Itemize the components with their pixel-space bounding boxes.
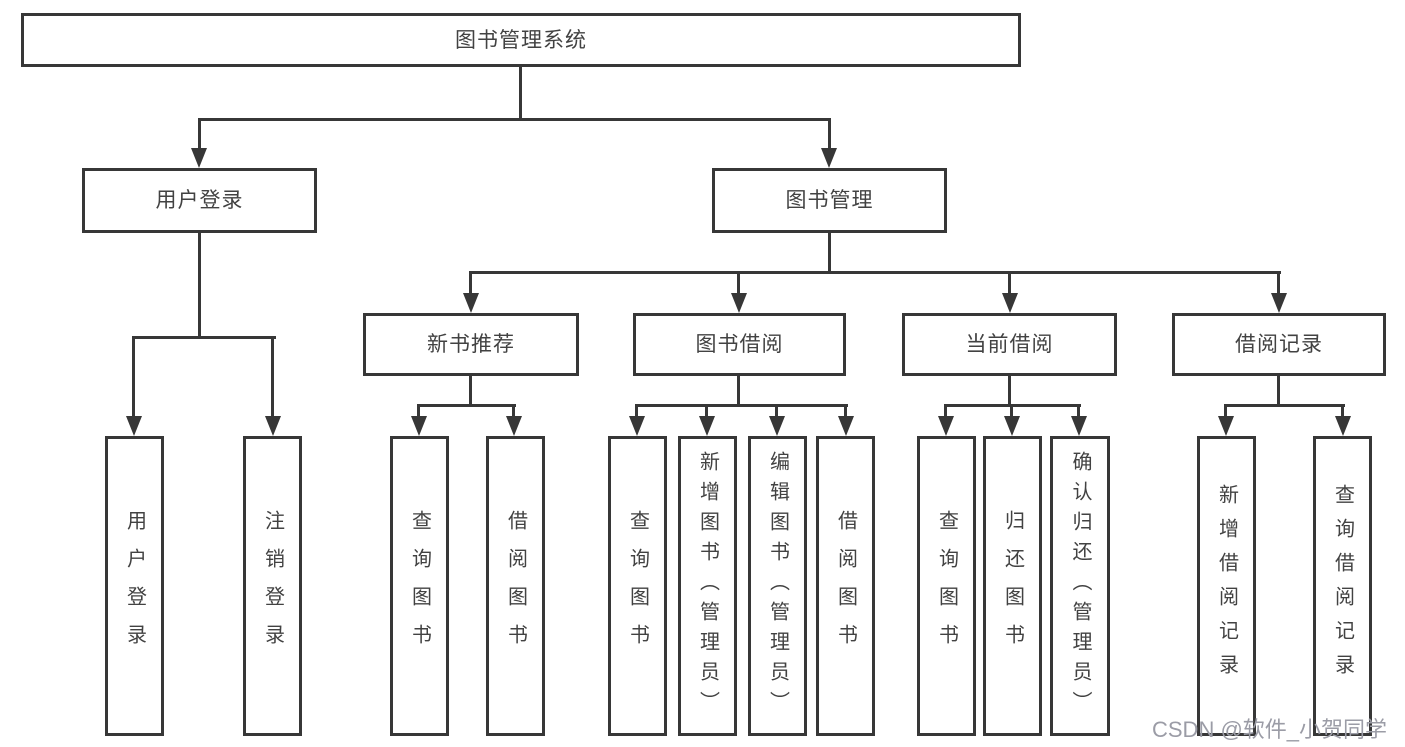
connector-line [1277,271,1280,295]
leaf-query-books-newbooks: 查询图书 [390,436,449,736]
leaf-query-borrow-record: 查询借阅记录 [1313,436,1372,736]
arrowhead-down-icon [699,416,715,436]
arrowhead-down-icon [769,416,785,436]
connector-line [1224,404,1227,419]
leaf-confirm-return-admin: 确认归还（管理员） [1050,436,1110,736]
connector-line [469,376,472,406]
arrowhead-down-icon [938,416,954,436]
connector-line [1008,376,1011,406]
connector-line [944,404,947,419]
leaf-query-books-current: 查询图书 [917,436,976,736]
connector-line [737,271,740,295]
arrowhead-down-icon [411,416,427,436]
connector-line [1224,404,1345,407]
connector-line [469,271,1281,274]
connector-line [132,336,135,419]
arrowhead-down-icon [629,416,645,436]
arrowhead-down-icon [265,416,281,436]
connector-line [519,67,522,120]
connector-line [635,404,638,419]
leaf-borrow-books-borrowing: 借阅图书 [816,436,875,736]
leaf-return-book: 归还图书 [983,436,1042,736]
connector-line [1077,404,1080,419]
leaf-edit-book-admin: 编辑图书（管理员） [748,436,807,736]
connector-line [1277,376,1280,406]
arrowhead-down-icon [838,416,854,436]
arrowhead-down-icon [506,416,522,436]
connector-line [1008,271,1011,295]
leaf-logout: 注销登录 [243,436,302,736]
connector-line [469,271,472,295]
arrowhead-down-icon [1335,416,1351,436]
watermark-text: CSDN @软件_小贺同学 [1152,717,1388,742]
arrowhead-down-icon [1004,416,1020,436]
node-book-management: 图书管理 [712,168,947,233]
connector-line [737,376,740,406]
arrowhead-down-icon [191,148,207,168]
connector-line [635,404,848,407]
leaf-query-books-borrowing: 查询图书 [608,436,667,736]
arrowhead-down-icon [821,148,837,168]
arrowhead-down-icon [463,293,479,313]
leaf-borrow-books-newbooks: 借阅图书 [486,436,545,736]
arrowhead-down-icon [1071,416,1087,436]
connector-line [198,118,831,121]
node-current-borrowing: 当前借阅 [902,313,1117,376]
connector-line [198,233,201,338]
node-library-management-system: 图书管理系统 [21,13,1021,67]
leaf-add-book-admin: 新增图书（管理员） [678,436,737,736]
connector-line [775,404,778,419]
node-new-book-recommend: 新书推荐 [363,313,579,376]
node-borrowing-records: 借阅记录 [1172,313,1386,376]
connector-line [132,336,276,339]
connector-line [705,404,708,419]
connector-line [828,118,831,150]
node-book-borrowing: 图书借阅 [633,313,846,376]
connector-line [417,404,420,419]
leaf-add-borrow-record: 新增借阅记录 [1197,436,1256,736]
connector-line [512,404,515,419]
connector-line [417,404,516,407]
leaf-user-login: 用户登录 [105,436,164,736]
arrowhead-down-icon [1002,293,1018,313]
arrowhead-down-icon [1218,416,1234,436]
arrowhead-down-icon [1271,293,1287,313]
arrowhead-down-icon [731,293,747,313]
connector-line [1010,404,1013,419]
node-user-login: 用户登录 [82,168,317,233]
connector-line [271,336,274,419]
connector-line [844,404,847,419]
connector-line [198,118,201,150]
arrowhead-down-icon [126,416,142,436]
connector-line [1341,404,1344,419]
connector-line [828,233,831,273]
